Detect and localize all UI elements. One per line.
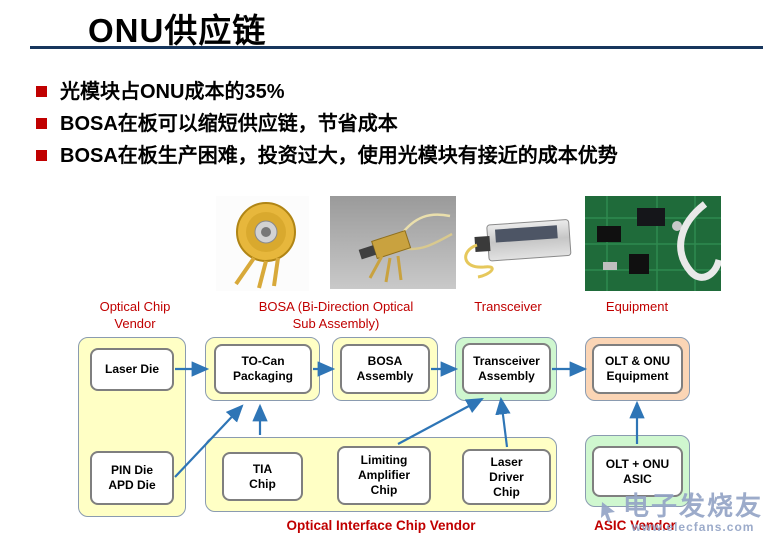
bullet-text: BOSA在板生产困难，投资过大，使用光模块有接近的成本优势 [60, 145, 618, 167]
bullet-text: 光模块占ONU成本的35% [60, 81, 285, 103]
bullet-marker [36, 118, 47, 129]
photo-transceiver [458, 203, 580, 285]
photo-label-bosa: BOSA (Bi-Direction Optical Sub Assembly) [258, 299, 414, 331]
page-title: ONU供应链 [88, 12, 267, 49]
photo-equipment-board [585, 196, 721, 291]
watermark-brand: 电子发烧友 [622, 490, 763, 521]
elecfans-watermark: 电子发烧友 www.elecfans.com [599, 490, 763, 534]
bullet-item: BOSA在板可以缩短供应链，节省成本 [36, 112, 398, 137]
bullet-item: BOSA在板生产困难，投资过大，使用光模块有接近的成本优势 [36, 144, 618, 169]
title-underline [30, 46, 763, 49]
photo-label-optical-chip-vendor: Optical Chip Vendor [99, 299, 171, 331]
node-olt-onu-equipment: OLT & ONU Equipment [592, 344, 683, 394]
node-laser-driver-chip: Laser Driver Chip [462, 449, 551, 505]
bullet-item: 光模块占ONU成本的35% [36, 80, 284, 105]
bullet-text: BOSA在板可以缩短供应链，节省成本 [60, 113, 398, 135]
label-optical-interface-chip-vendor: Optical Interface Chip Vendor [286, 518, 476, 533]
label-asic-vendor: ASIC Vendor [594, 518, 676, 533]
bullet-marker [36, 86, 47, 97]
node-bosa-assembly: BOSA Assembly [340, 344, 430, 394]
node-laser-die: Laser Die [90, 348, 174, 391]
node-olt-onu-asic: OLT + ONU ASIC [592, 446, 683, 497]
photo-label-transceiver: Transceiver [474, 299, 542, 314]
node-pin-apd-die: PIN Die APD Die [90, 451, 174, 505]
node-tia-chip: TIA Chip [222, 452, 303, 501]
watermark-url: www.elecfans.com [631, 520, 755, 534]
photo-label-equipment: Equipment [605, 299, 669, 314]
node-limiting-amplifier-chip: Limiting Amplifier Chip [337, 446, 431, 505]
cursor-icon [600, 502, 615, 523]
photo-to-can-laser [216, 196, 309, 291]
node-transceiver-assembly: Transceiver Assembly [462, 343, 551, 394]
bullet-marker [36, 150, 47, 161]
node-to-can-packaging: TO-Can Packaging [214, 344, 312, 394]
photo-bosa [330, 196, 456, 289]
